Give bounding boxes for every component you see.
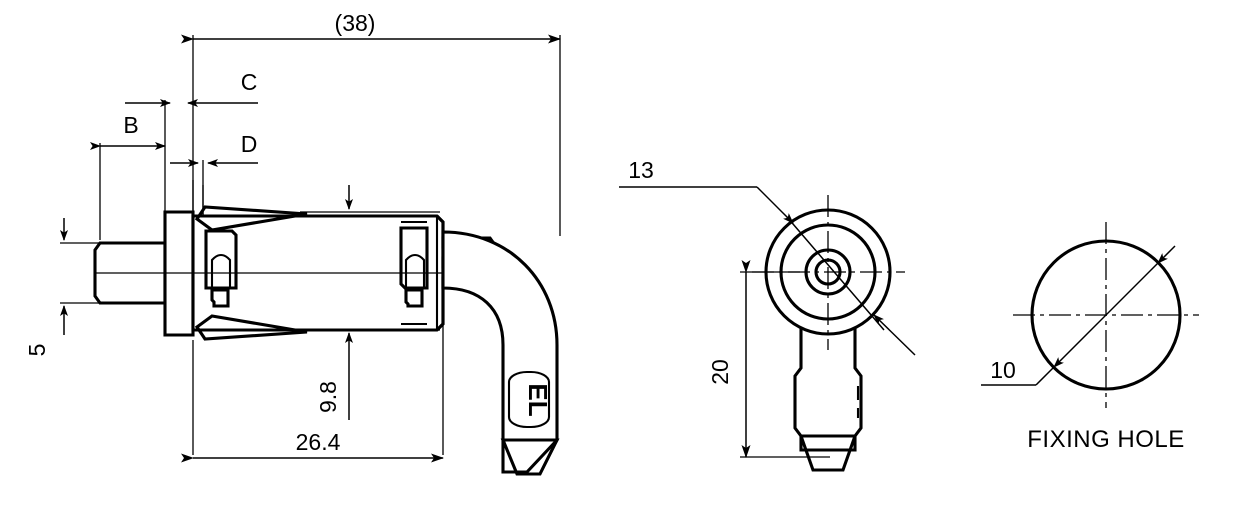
side-elevation-view: (38) C B D 5 9.8 [24, 10, 561, 476]
dimension-label-length-26-4: 26.4 [296, 429, 341, 455]
left-latch-foot [210, 288, 230, 308]
right-latch-tab [404, 253, 426, 288]
nozzle-tip [798, 434, 858, 472]
curved-hose [441, 230, 559, 474]
upper-left-wing [194, 205, 308, 232]
hose-tip [500, 438, 560, 476]
dimension-label-height-9-8: 9.8 [315, 381, 341, 413]
right-latch-foot [404, 288, 424, 308]
dimension-height-20: 20 [707, 260, 830, 458]
dimension-label-b: B [123, 112, 138, 138]
dimension-height-5: 5 [24, 218, 68, 357]
dimension-b: B [90, 112, 166, 150]
fixing-hole-view: 10 FIXING HOLE [981, 222, 1199, 453]
dimension-diameter-13: 13 [619, 157, 916, 356]
left-latch-tab [210, 253, 232, 288]
dimension-label-d: D [241, 131, 258, 157]
dimension-label-c: C [241, 69, 258, 95]
nozzle-stem [793, 298, 863, 452]
dimension-length-26-4: 26.4 [181, 429, 444, 463]
lower-left-wing [194, 314, 308, 341]
side-view-part-geometry: EL [93, 180, 560, 476]
dimension-label-diameter-10: 10 [990, 357, 1016, 383]
dimension-diameter-10: 10 [981, 245, 1176, 386]
dimension-label-overall-length: (38) [335, 10, 376, 36]
dimension-overall-length: (38) [181, 10, 561, 44]
dimension-label-height-20: 20 [707, 359, 733, 385]
dimension-label-height-5: 5 [24, 344, 50, 357]
brand-logo-text: EL [523, 383, 553, 416]
front-end-view: 13 20 [619, 157, 916, 472]
dimension-label-diameter-13: 13 [628, 157, 654, 183]
logo-badge [507, 370, 551, 429]
dimension-height-9-8: 9.8 [315, 185, 353, 420]
left-latch-window [204, 229, 238, 290]
fixing-hole-caption: FIXING HOLE [1027, 426, 1185, 453]
dimension-d: D [170, 131, 258, 167]
dimension-c: C [125, 69, 258, 107]
right-latch-window [399, 226, 429, 290]
